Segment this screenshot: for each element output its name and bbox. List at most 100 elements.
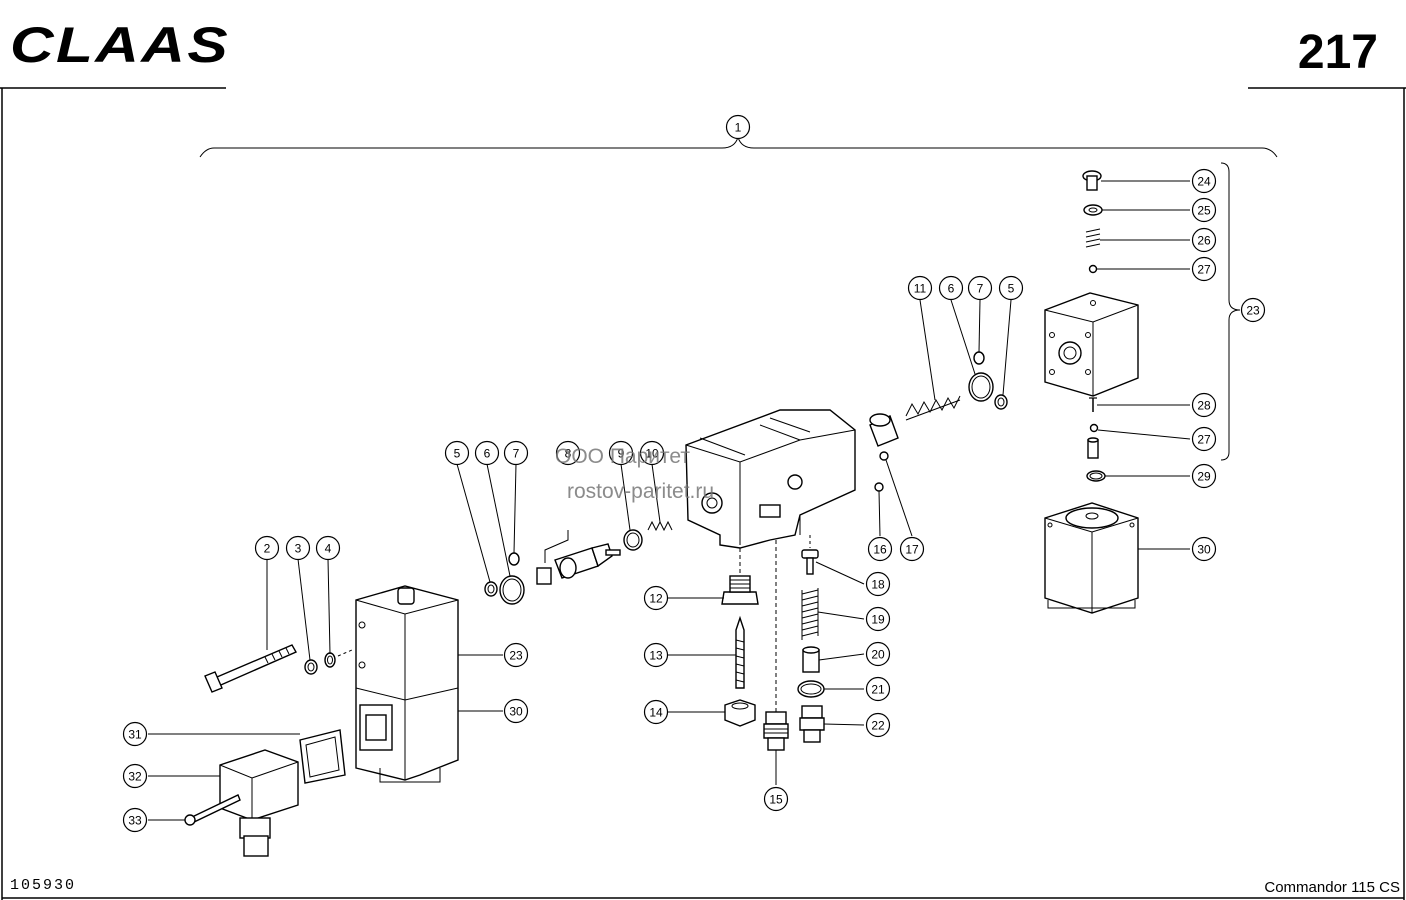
leader-lines <box>148 180 1191 821</box>
callout-30: 30 <box>503 698 529 724</box>
drawing-number: 105930 <box>10 877 76 894</box>
callout-label: 27 <box>1197 433 1211 447</box>
callout-label: 7 <box>977 282 984 296</box>
callout-15: 15 <box>763 786 789 812</box>
callout-33: 33 <box>122 807 148 833</box>
callout-label: 13 <box>649 649 663 663</box>
spring-26 <box>1085 228 1101 248</box>
callout-24: 24 <box>1191 168 1217 194</box>
callout-14: 14 <box>643 699 669 725</box>
callout-label: 26 <box>1197 234 1211 248</box>
model-name: Commandor 115 CS <box>1264 879 1400 896</box>
callout-label: 4 <box>325 542 332 556</box>
callout-13: 13 <box>643 642 669 668</box>
gasket-31 <box>299 729 346 784</box>
connector-32 <box>219 749 299 857</box>
callout-label: 5 <box>1008 282 1015 296</box>
plug-17 <box>879 451 889 461</box>
pin-13 <box>735 615 745 689</box>
callout-18: 18 <box>865 571 891 597</box>
spring-10 <box>647 520 673 532</box>
callout-label: 33 <box>128 814 142 828</box>
callout-label: 29 <box>1197 470 1211 484</box>
callout-31: 31 <box>122 721 148 747</box>
callout-label: 6 <box>948 282 955 296</box>
spring-11 <box>905 395 961 421</box>
callout-label: 23 <box>1246 304 1260 318</box>
pin-18 <box>801 549 819 575</box>
callout-25: 25 <box>1191 197 1217 223</box>
callout-7: 7 <box>503 440 529 466</box>
callout-label: 32 <box>128 770 142 784</box>
callout-1: 1 <box>725 114 751 140</box>
plug-16 <box>874 482 884 492</box>
callout-17: 17 <box>899 536 925 562</box>
callout-19: 19 <box>865 606 891 632</box>
callout-11: 11 <box>907 275 933 301</box>
callout-27: 27 <box>1191 426 1217 452</box>
callout-label: 16 <box>873 543 887 557</box>
ring-21 <box>797 680 825 698</box>
callout-6: 6 <box>938 275 964 301</box>
callout-5: 5 <box>998 275 1024 301</box>
watermark: ООО Паритет rostov-paritet.ru <box>555 445 714 503</box>
washer-4 <box>324 652 336 668</box>
header: CLAAS 217 <box>0 17 1406 89</box>
fitting-12 <box>721 575 759 605</box>
callout-label: 24 <box>1197 175 1211 189</box>
callout-label: 15 <box>769 793 783 807</box>
solenoid-valve-left <box>355 585 459 783</box>
callout-label: 8 <box>565 447 572 461</box>
callout-4: 4 <box>315 535 341 561</box>
callout-label: 22 <box>871 719 885 733</box>
washer-3 <box>304 659 318 675</box>
callout-3: 3 <box>285 535 311 561</box>
nut-25 <box>1083 204 1103 216</box>
bolt-24 <box>1082 170 1102 191</box>
bolt-2 <box>204 644 297 693</box>
nut-14 <box>724 699 756 727</box>
valve-block <box>685 409 856 549</box>
callout-7: 7 <box>967 275 993 301</box>
callout-label: 19 <box>871 613 885 627</box>
callout-32: 32 <box>122 763 148 789</box>
callout-label: 7 <box>513 447 520 461</box>
piston-29 <box>1087 437 1099 459</box>
callout-label: 17 <box>905 543 919 557</box>
ring-7-right <box>973 351 985 365</box>
callout-label: 31 <box>128 728 142 742</box>
callout-label: 10 <box>645 447 659 461</box>
solenoid-30-right <box>1044 502 1139 614</box>
callout-9: 9 <box>608 440 634 466</box>
callout-label: 1 <box>735 121 742 135</box>
callout-label: 27 <box>1197 263 1211 277</box>
callout-label: 18 <box>871 578 885 592</box>
piston-8 <box>536 543 621 585</box>
callout-22: 22 <box>865 712 891 738</box>
callout-20: 20 <box>865 641 891 667</box>
callout-label: 25 <box>1197 204 1211 218</box>
ball-27-lower <box>1089 423 1099 433</box>
brand-logo: CLAAS <box>10 17 230 73</box>
callout-5: 5 <box>444 440 470 466</box>
ball-27-top <box>1088 264 1098 274</box>
callout-6: 6 <box>474 440 500 466</box>
callout-label: 6 <box>484 447 491 461</box>
callout-label: 14 <box>649 706 663 720</box>
callout-label: 3 <box>295 542 302 556</box>
callout-label: 20 <box>871 648 885 662</box>
callout-12: 12 <box>643 585 669 611</box>
callout-21: 21 <box>865 676 891 702</box>
assembly-bracket <box>199 135 1278 158</box>
ring-6-left <box>499 575 525 605</box>
ring-6-right <box>968 372 994 402</box>
callout-16: 16 <box>867 536 893 562</box>
callout-label: 28 <box>1197 399 1211 413</box>
watermark-line1: ООО Паритет <box>555 445 690 468</box>
callout-label: 2 <box>264 542 271 556</box>
subassembly-bracket-23 <box>1220 162 1241 461</box>
callout-label: 30 <box>509 705 523 719</box>
callout-label: 12 <box>649 592 663 606</box>
ring-7-left <box>508 552 520 566</box>
